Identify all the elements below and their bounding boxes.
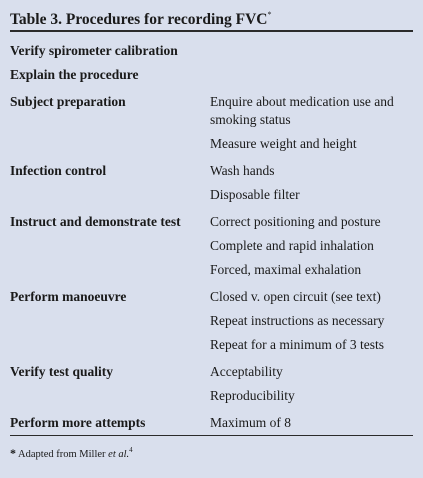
footnote-etal: et al.: [108, 449, 130, 460]
procedure-label: Perform more attempts: [10, 415, 146, 430]
procedure-details: [210, 39, 413, 63]
footnote-text: Adapted from Miller: [18, 449, 109, 460]
procedure-detail: Measure weight and height: [210, 136, 357, 151]
procedure-label: Verify spirometer calibration: [10, 43, 178, 58]
procedure-detail: Correct positioning and posture: [210, 214, 381, 229]
footnote-ref: 4: [129, 446, 133, 454]
table-row: Verify spirometer calibration: [10, 39, 413, 63]
procedure-detail: Disposable filter: [210, 187, 300, 202]
top-rule: [10, 30, 413, 32]
table-row: Perform manoeuvre Closed v. open circuit …: [10, 285, 413, 357]
title-footnote-mark: *: [267, 10, 272, 19]
footnote-mark: *: [10, 446, 16, 460]
procedure-detail: Forced, maximal exhalation: [210, 262, 362, 277]
procedure-details: [210, 63, 413, 87]
procedure-details: Closed v. open circuit (see text) Repeat …: [210, 285, 413, 357]
table-row: Instruct and demonstrate test Correct pos…: [10, 210, 413, 282]
procedure-label: Perform manoeuvre: [10, 289, 127, 304]
procedure-detail: Wash hands: [210, 163, 275, 178]
procedure-label: Infection control: [10, 163, 107, 178]
procedure-detail: Repeat for a minimum of 3 tests: [210, 337, 384, 352]
procedure-details: Maximum of 8: [210, 411, 413, 435]
procedure-detail: Maximum of 8: [210, 415, 291, 430]
procedure-detail: Complete and rapid inhalation: [210, 238, 374, 253]
table-row: Explain the procedure: [10, 63, 413, 87]
procedure-detail: Enquire about medication use and smoking…: [210, 94, 394, 127]
procedure-label: Explain the procedure: [10, 67, 139, 82]
procedure-label: Subject preparation: [10, 94, 126, 109]
table-title-text: Table 3. Procedures for recording FVC: [10, 11, 268, 28]
footnote: * Adapted from Miller et al.4: [10, 436, 413, 462]
table-row: Perform more attempts Maximum of 8: [10, 411, 413, 435]
procedure-detail: Reproducibility: [210, 388, 295, 403]
procedure-label: Verify test quality: [10, 364, 113, 379]
procedure-detail: Repeat instructions as necessary: [210, 313, 385, 328]
table-title: Table 3. Procedures for recording FVC*: [10, 0, 413, 28]
bottom-rule: [10, 435, 413, 436]
table-row: Subject preparation Enquire about medicat…: [10, 90, 413, 156]
procedure-details: Enquire about medication use and smoking…: [210, 90, 413, 156]
procedure-detail: Closed v. open circuit (see text): [210, 289, 381, 304]
procedure-label: Instruct and demonstrate test: [10, 214, 181, 229]
procedure-detail: Acceptability: [210, 364, 283, 379]
